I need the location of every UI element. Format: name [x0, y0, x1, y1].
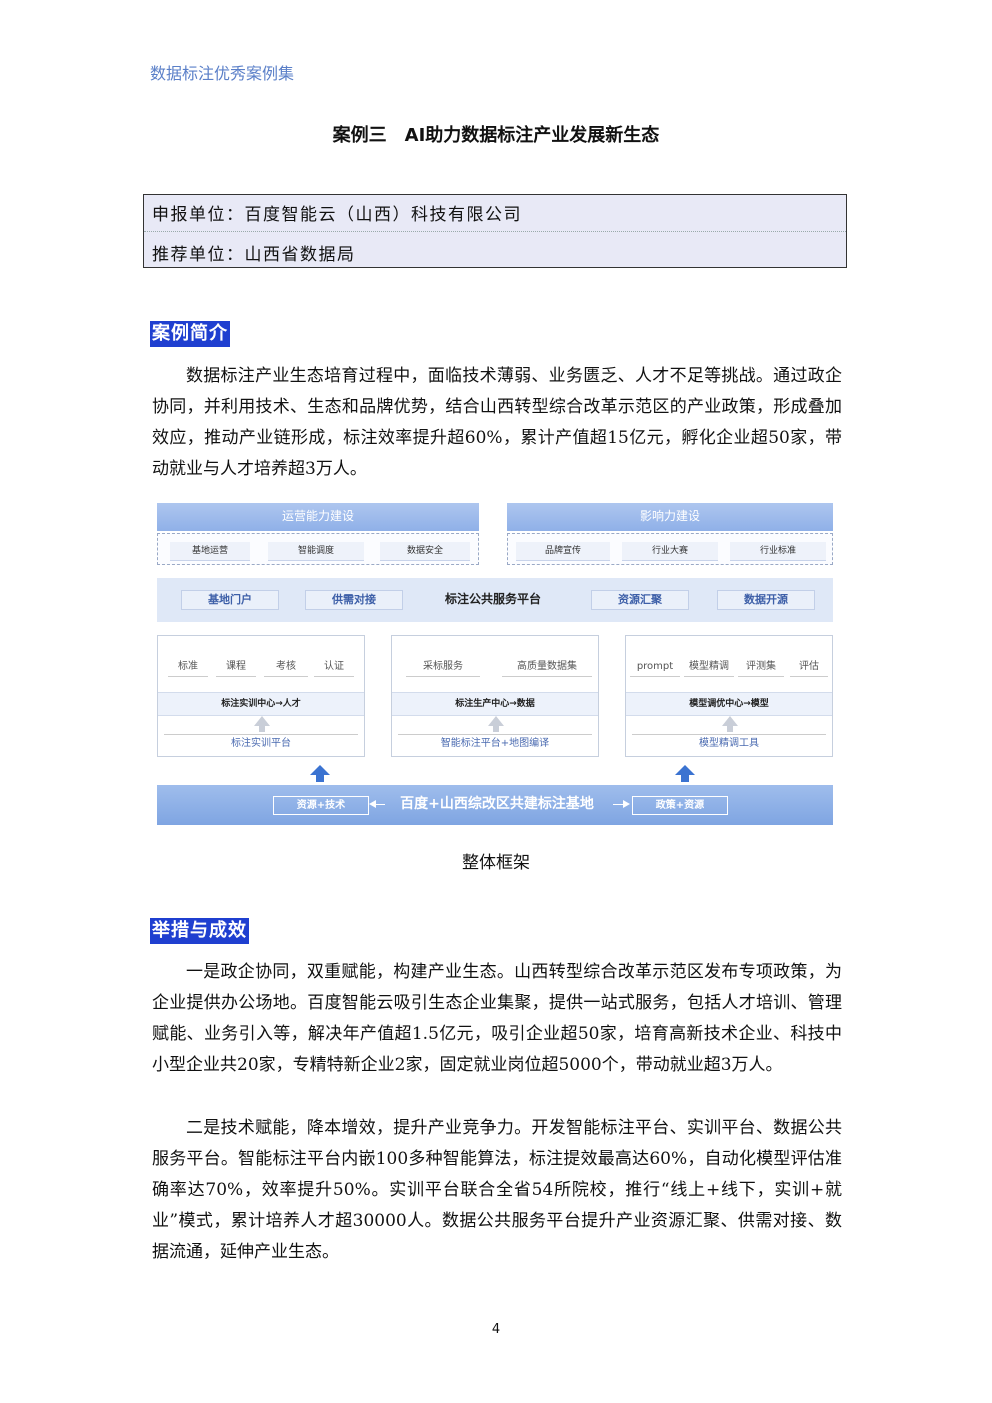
- section-heading-measures: 举措与成效: [150, 918, 249, 944]
- platform-chip: 基地门户: [181, 590, 279, 610]
- influence-chip: 行业标准: [730, 542, 826, 561]
- info-box: 申报单位：百度智能云（山西）科技有限公司 推荐单位：山西省数据局: [143, 194, 847, 268]
- left-arrow-icon: [369, 800, 376, 808]
- info-separator: [144, 231, 846, 232]
- up-arrow-stem: [727, 726, 733, 732]
- column-chip: prompt: [630, 658, 680, 677]
- ops-header: 运营能力建设: [157, 503, 479, 531]
- column-chip: 课程: [216, 658, 256, 677]
- figure-caption: 整体框架: [462, 853, 530, 873]
- column-chip: 认证: [314, 658, 354, 677]
- framework-diagram: 运营能力建设 基地运营 智能调度 数据安全 影响力建设 品牌宣传 行业大赛 行业…: [155, 503, 837, 827]
- left-arrow-line: [375, 804, 385, 805]
- right-arrow-line: [613, 804, 623, 805]
- center-column-production: 采标服务 高质量数据集 标注生产中心→数据 智能标注平台+地图编译: [391, 635, 599, 757]
- section-heading-intro: 案例简介: [150, 321, 230, 347]
- up-arrow-stem: [493, 726, 499, 732]
- intro-paragraph: 数据标注产业生态培育过程中，面临技术薄弱、业务匮乏、人才不足等挑战。通过政企协同…: [152, 366, 842, 479]
- base-right-chip: 政策+资源: [632, 796, 728, 815]
- column-chip: 采标服务: [406, 658, 480, 677]
- column-chip: 模型精调: [684, 658, 734, 677]
- platform-chip: 供需对接: [305, 590, 403, 610]
- column-center: 标注实训中心→人才: [158, 692, 364, 716]
- platform-band: 基地门户 供需对接 标注公共服务平台 资源汇聚 数据开源: [157, 578, 833, 622]
- blue-up-arrow-icon: [310, 765, 330, 775]
- influence-header: 影响力建设: [507, 503, 833, 531]
- column-center: 模型调优中心→模型: [626, 692, 832, 716]
- base-bar: 资源+技术 百度+山西综改区共建标注基地 政策+资源: [157, 785, 833, 825]
- base-title: 百度+山西综改区共建标注基地: [400, 796, 594, 812]
- up-arrow-stem: [259, 726, 265, 732]
- platform-chip: 资源汇聚: [591, 590, 689, 610]
- column-bottom: 模型精调工具: [632, 734, 826, 753]
- column-chip: 评测集: [738, 658, 784, 677]
- up-arrow-icon: [254, 716, 270, 726]
- ops-area: 基地运营 智能调度 数据安全: [157, 533, 479, 565]
- column-bottom: 智能标注平台+地图编译: [398, 734, 592, 753]
- up-arrow-icon: [488, 716, 504, 726]
- column-chip: 考核: [264, 658, 308, 677]
- blue-up-arrow-icon: [675, 765, 695, 775]
- page-number: 4: [491, 1322, 501, 1337]
- column-center: 标注生产中心→数据: [392, 692, 598, 716]
- center-column-model: prompt 模型精调 评测集 评估 模型调优中心→模型 模型精调工具: [625, 635, 833, 757]
- base-left-chip: 资源+技术: [273, 796, 369, 815]
- measures-paragraph-1: 一是政企协同，双重赋能，构建产业生态。山西转型综合改革示范区发布专项政策，为企业…: [152, 962, 842, 1075]
- column-chip: 评估: [790, 658, 828, 677]
- recommender-row: 推荐单位：山西省数据局: [152, 245, 356, 265]
- column-chip: 高质量数据集: [502, 658, 592, 677]
- influence-area: 品牌宣传 行业大赛 行业标准: [507, 533, 833, 565]
- running-header: 数据标注优秀案例集: [150, 64, 295, 83]
- column-chip: 标准: [168, 658, 208, 677]
- measures-paragraph-2: 二是技术赋能，降本增效，提升产业竞争力。开发智能标注平台、实训平台、数据公共服务…: [152, 1118, 842, 1262]
- blue-up-arrow-stem: [316, 775, 324, 782]
- blue-up-arrow-stem: [681, 775, 689, 782]
- ops-chip: 智能调度: [268, 542, 364, 561]
- platform-title: 标注公共服务平台: [444, 592, 541, 606]
- ops-chip: 数据安全: [380, 542, 470, 561]
- influence-chip: 品牌宣传: [516, 542, 610, 561]
- ops-chip: 基地运营: [170, 542, 250, 561]
- influence-chip: 行业大赛: [622, 542, 718, 561]
- case-title: 案例三 AI助力数据标注产业发展新生态: [332, 125, 660, 146]
- platform-chip: 数据开源: [717, 590, 815, 610]
- applicant-row: 申报单位：百度智能云（山西）科技有限公司: [152, 205, 522, 225]
- up-arrow-icon: [722, 716, 738, 726]
- column-bottom: 标注实训平台: [164, 734, 358, 753]
- right-arrow-icon: [623, 800, 630, 808]
- center-column-training: 标准 课程 考核 认证 标注实训中心→人才 标注实训平台: [157, 635, 365, 757]
